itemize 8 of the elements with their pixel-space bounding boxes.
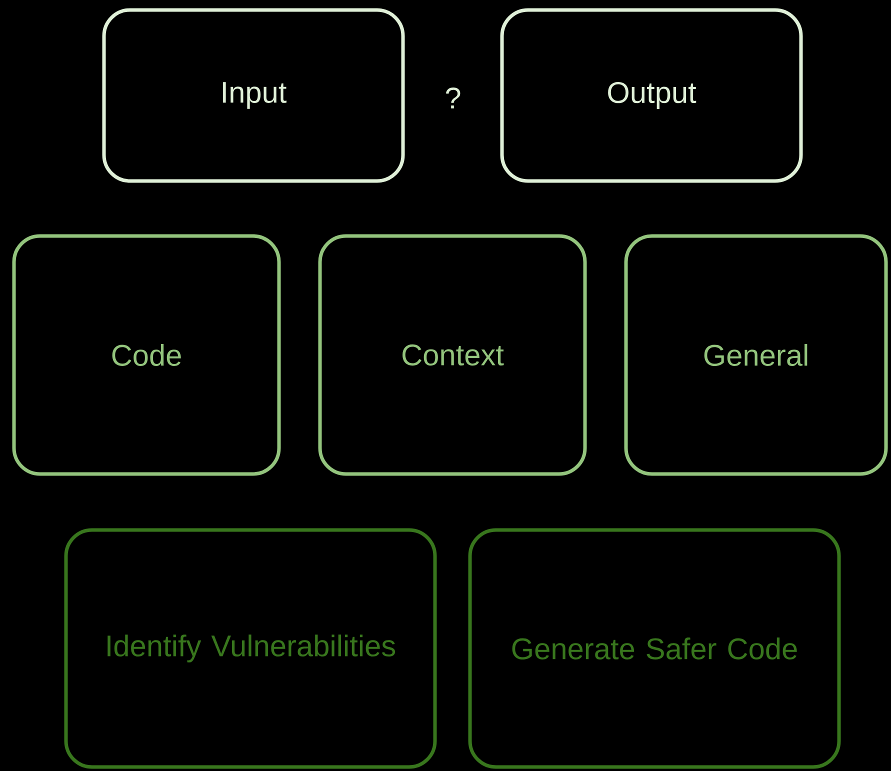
process-box: General	[624, 234, 888, 476]
process-box: Input	[102, 8, 405, 183]
process-box: Identify Vulnerabilities	[64, 528, 437, 769]
process-box: Output	[500, 8, 803, 183]
process-box: Code	[12, 234, 281, 476]
question-mark: ?	[446, 88, 460, 108]
process-box: Context	[318, 234, 587, 476]
process-box: Generate Safer Code	[468, 528, 841, 769]
